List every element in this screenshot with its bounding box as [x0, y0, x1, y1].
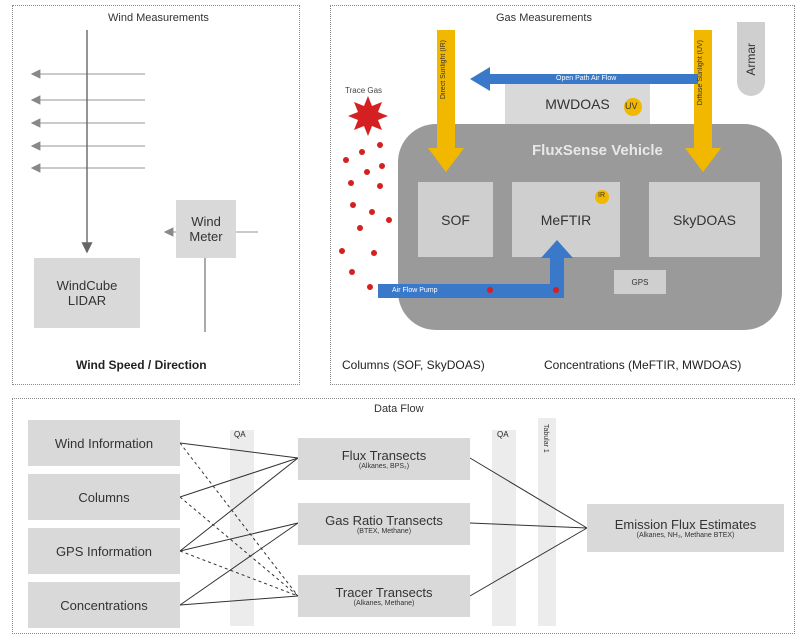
air-flow-pump-arrow: [378, 240, 573, 298]
trace-gas-dot: [371, 250, 377, 256]
connector-dashed: [179, 442, 299, 597]
qa-label-1: QA: [234, 430, 246, 439]
trace-gas-dot: [339, 248, 345, 254]
skydoas-label: SkyDOAS: [672, 211, 736, 228]
input-gps-information: GPS Information: [28, 528, 180, 574]
trace-gas-dot: [359, 149, 365, 155]
qa-band-2: [492, 430, 516, 626]
trace-gas-dot: [343, 157, 349, 163]
vertical-band: [538, 418, 556, 626]
gas-ratio-transects-box: Gas Ratio Transects (BTEX, Methane): [298, 503, 470, 545]
flux-transects-box: Flux Transects (Alkanes, BPS₂): [298, 438, 470, 480]
gps-box: GPS: [614, 270, 666, 294]
armar-box: Armar: [737, 22, 765, 96]
connector: [179, 595, 299, 606]
connector: [179, 442, 299, 459]
vehicle-label: FluxSense Vehicle: [532, 142, 663, 159]
input-label: Wind Information: [54, 435, 154, 451]
ir-badge: [595, 190, 609, 204]
connector: [179, 522, 299, 552]
connector-dashed: [179, 496, 299, 597]
open-path-arrow: [470, 67, 698, 91]
meter-label-2: Meter: [189, 229, 223, 244]
data-flow-panel: [12, 398, 795, 634]
open-path-label: Open Path Air Flow: [556, 75, 617, 82]
input-wind-information: Wind Information: [28, 420, 180, 466]
lidar-label-2: LIDAR: [67, 293, 107, 308]
lidar-label-1: WindCube: [56, 278, 118, 293]
concentrations-label: Concentrations (MeFTIR, MWDOAS): [544, 358, 742, 372]
qa-band-1: [230, 430, 254, 626]
wind-meter-box: Wind Meter: [176, 200, 236, 258]
transect-sub: (BTEX, Methane): [356, 528, 412, 535]
connector: [469, 457, 588, 529]
meftir-label: MeFTIR: [540, 211, 592, 228]
skydoas-box: SkyDOAS: [649, 182, 760, 257]
gas-panel-title: Gas Measurements: [496, 12, 592, 24]
direct-sunlight-arrow: [428, 30, 464, 172]
air-flow-pump-label: Air Flow Pump: [392, 287, 438, 294]
uv-badge: [624, 98, 642, 116]
ir-label: IR: [598, 192, 605, 199]
sof-label: SOF: [441, 211, 470, 228]
uv-label: UV: [625, 101, 638, 111]
input-label: GPS Information: [55, 543, 153, 559]
sof-box: SOF: [418, 182, 493, 257]
trace-gas-dot: [349, 269, 355, 275]
columns-label: Columns (SOF, SkyDOAS): [342, 358, 485, 372]
emission-flux-estimates-box: Emission Flux Estimates (Alkanes, NH₃, M…: [587, 504, 784, 552]
windcube-lidar-box: WindCube LIDAR: [34, 258, 140, 328]
input-concentrations: Concentrations: [28, 582, 180, 628]
transect-title: Tracer Transects: [335, 585, 433, 600]
gps-label: GPS: [631, 277, 649, 287]
wind-panel-title: Wind Measurements: [108, 12, 209, 24]
input-label: Concentrations: [60, 597, 148, 613]
wind-measurements-panel: [12, 5, 300, 385]
vertical-band-label: Tabular 1: [542, 424, 549, 453]
transect-sub: (Alkanes, Methane): [353, 600, 415, 607]
output-sub: (Alkanes, NH₃, Methane BTEX): [636, 532, 735, 539]
gas-measurements-panel: [330, 5, 795, 385]
connector: [469, 527, 588, 597]
transect-sub: (Alkanes, BPS₂): [358, 463, 410, 470]
meter-label-1: Wind: [191, 214, 221, 229]
trace-gas-dot: [357, 225, 363, 231]
trace-gas-dot: [364, 169, 370, 175]
trace-gas-label: Trace Gas: [345, 86, 383, 95]
trace-gas-dot: [386, 217, 392, 223]
wind-speed-direction-label: Wind Speed / Direction: [76, 358, 207, 372]
trace-gas-dot: [553, 287, 559, 293]
transect-title: Gas Ratio Transects: [325, 513, 443, 528]
trace-gas-dot: [350, 202, 356, 208]
transect-title: Flux Transects: [341, 448, 427, 463]
trace-gas-dot: [377, 183, 383, 189]
trace-gas-dot: [348, 180, 354, 186]
trace-gas-dot: [377, 142, 383, 148]
trace-gas-dot: [379, 163, 385, 169]
connector: [179, 457, 299, 552]
qa-label-2: QA: [497, 430, 509, 439]
input-label: Columns: [78, 489, 130, 505]
trace-gas-dot: [487, 287, 493, 293]
input-columns: Columns: [28, 474, 180, 520]
connector: [469, 522, 588, 529]
connector: [179, 522, 299, 606]
trace-gas-dot: [369, 209, 375, 215]
diffuse-sunlight-arrow: [685, 30, 721, 172]
output-title: Emission Flux Estimates: [614, 517, 757, 532]
data-flow-title: Data Flow: [374, 403, 424, 415]
trace-gas-star: [348, 96, 388, 136]
connector: [179, 457, 299, 498]
mwdoas-label: MWDOAS: [545, 96, 610, 112]
tracer-transects-box: Tracer Transects (Alkanes, Methane): [298, 575, 470, 617]
trace-gas-dot: [367, 284, 373, 290]
